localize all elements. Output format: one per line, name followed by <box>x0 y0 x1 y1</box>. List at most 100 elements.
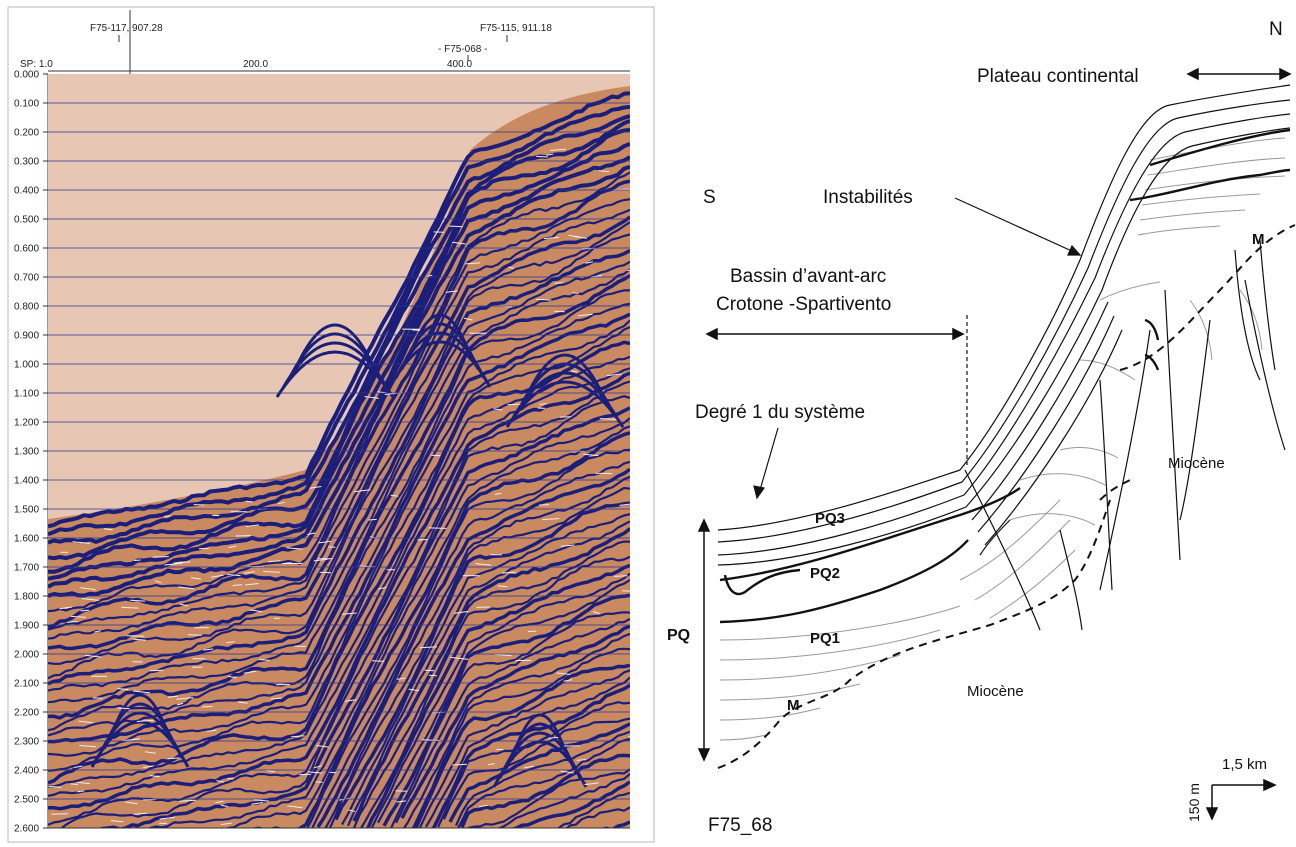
seismic-speckle <box>422 739 441 741</box>
time-tick-label: 0.400 <box>14 186 39 197</box>
diffraction-hyperbola <box>492 740 588 788</box>
seismic-reflector <box>395 617 630 824</box>
seismic-reflector <box>359 555 630 828</box>
seismic-speckle <box>59 606 73 610</box>
seismic-speckle <box>488 763 495 766</box>
miocene-unconformity <box>717 224 1296 769</box>
seismic-speckle <box>263 571 281 573</box>
time-tick-label: 1.900 <box>14 621 39 632</box>
seismic-speckle <box>259 659 270 661</box>
seismic-speckle <box>287 805 303 809</box>
seismic-speckle <box>243 670 257 674</box>
seismic-reflector <box>442 717 630 820</box>
seismic-speckle <box>307 532 316 536</box>
seismic-panel: F75-117, 907.28 F75-115, 911.18 - F75-06… <box>7 6 655 843</box>
seismic-speckle <box>167 757 180 760</box>
seismic-speckle <box>424 669 435 672</box>
seismic-speckle <box>445 290 458 293</box>
unit-pq1: PQ1 <box>810 630 840 647</box>
time-tick-label: 0.100 <box>14 99 39 110</box>
time-tick-label: 1.600 <box>14 534 39 545</box>
profile-name: F75_68 <box>708 815 772 836</box>
seismic-reflector <box>311 460 630 828</box>
seismic-reflector <box>48 164 630 598</box>
degree-label: Degré 1 du système <box>695 402 865 423</box>
time-grid <box>48 102 630 800</box>
seismic-speckle <box>221 804 228 807</box>
seismic-speckle <box>364 396 379 399</box>
unit-m-lower: M <box>787 697 800 714</box>
seismic-speckle <box>270 697 282 700</box>
diffraction-hyperbola <box>511 371 619 419</box>
seismic-speckle <box>277 501 285 505</box>
seismic-reflector <box>48 233 630 680</box>
time-tick-label: 2.000 <box>14 650 39 661</box>
seismic-speckle <box>226 641 235 644</box>
seismic-speckle <box>448 225 463 228</box>
scale-horizontal: 1,5 km <box>1222 756 1267 773</box>
seismic-speckle <box>354 489 371 493</box>
interpretation-panel: N Plateau continental S Instabilités Bas… <box>667 19 1296 836</box>
seismic-reflector <box>48 371 630 811</box>
seismic-reflector <box>48 155 630 589</box>
seismic-speckle <box>554 310 565 313</box>
seismic-reflector <box>366 563 630 828</box>
diffraction-hyperbola <box>281 341 389 389</box>
seismic-speckle <box>508 266 515 269</box>
seismic-speckle <box>220 822 232 826</box>
seismic-speckle <box>546 153 554 156</box>
seismic-speckle <box>313 558 328 562</box>
seismic-reflector <box>48 367 630 797</box>
seismic-speckle <box>428 527 447 529</box>
time-tick-label: 0.700 <box>14 273 39 284</box>
seismic-reflector <box>377 579 630 824</box>
seismic-reflector <box>334 501 630 821</box>
seismic-speckle <box>548 736 559 739</box>
seismic-reflector <box>497 773 630 828</box>
seismic-speckle <box>452 241 466 245</box>
seismic-speckle <box>66 621 78 623</box>
seismic-reflector <box>556 791 630 828</box>
seismic-reflector <box>48 114 630 545</box>
shot-label-1: F75-117, 907.28 <box>90 23 163 34</box>
seismic-reflector <box>48 268 630 704</box>
seismic-speckle <box>206 729 217 732</box>
seismic-speckle <box>494 492 502 495</box>
time-tick-label: 1.000 <box>14 360 39 371</box>
seismic-speckle <box>495 654 512 657</box>
seismic-reflector <box>48 215 630 651</box>
seismic-speckle <box>454 610 469 614</box>
seismic-speckle <box>228 545 237 549</box>
seismic-reflector <box>48 221 630 665</box>
seismic-speckle <box>606 373 622 377</box>
time-tick-label: 2.300 <box>14 737 39 748</box>
seismic-speckle <box>80 609 90 612</box>
seismic-speckle <box>149 775 160 778</box>
seismic-speckle <box>291 735 305 738</box>
unit-pq: PQ <box>667 627 690 644</box>
seismic-reflector <box>510 780 630 828</box>
seismic-speckle <box>316 745 329 748</box>
time-tick-label: 1.200 <box>14 418 39 429</box>
shot-label-3: - F75-068 - <box>438 44 487 55</box>
seismic-speckle <box>621 590 630 592</box>
seismic-speckle <box>191 577 202 580</box>
seismic-reflector <box>328 486 630 828</box>
seismic-reflector <box>425 676 630 828</box>
seismic-speckle <box>390 494 399 497</box>
seismic-speckle <box>627 269 630 272</box>
seismic-speckle <box>136 719 154 722</box>
compass-north: N <box>1269 19 1283 40</box>
seismic-speckle <box>227 574 241 577</box>
seismic-reflector <box>48 319 630 757</box>
seismic-speckle <box>313 765 322 769</box>
seismic-speckle <box>396 677 406 680</box>
seismic-speckle <box>539 403 547 405</box>
seismic-speckle <box>592 611 600 614</box>
seismic-speckle <box>497 585 508 588</box>
seismic-speckle <box>419 646 438 649</box>
seismic-speckle <box>164 562 183 566</box>
seismic-speckle <box>266 769 276 773</box>
seismic-speckle <box>286 547 303 550</box>
seismic-speckle <box>347 809 356 812</box>
